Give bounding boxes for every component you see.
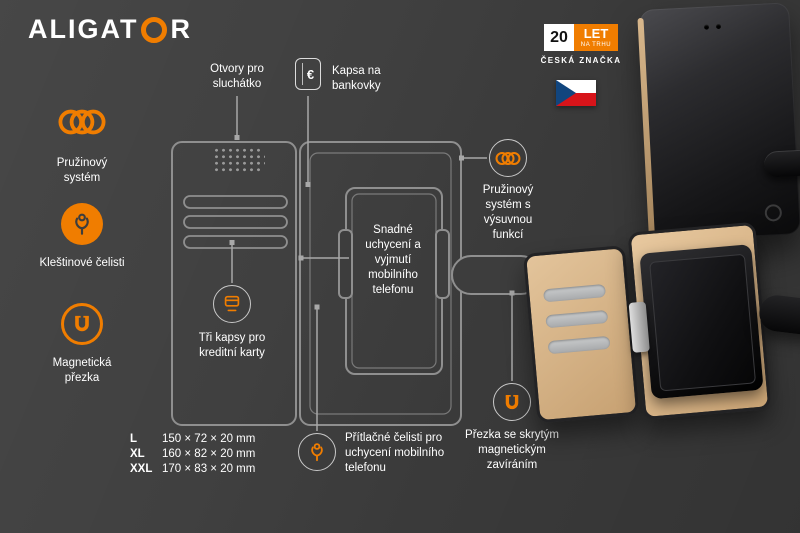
pressure-jaws-glyph-icon bbox=[311, 443, 323, 462]
closed-case-photo bbox=[637, 2, 800, 242]
callout-earpiece-holes: Otvory pro sluchátko bbox=[210, 63, 264, 90]
size-label-xl: XL bbox=[130, 448, 145, 460]
credit-card-circle-icon bbox=[213, 285, 251, 323]
speaker-holes bbox=[213, 147, 265, 173]
credit-card-glyph-icon bbox=[224, 295, 240, 312]
spring-icon bbox=[58, 109, 106, 135]
card-slot-1 bbox=[183, 195, 288, 209]
pressure-jaws-circle-icon bbox=[298, 433, 336, 471]
logo-text-pre: ALIGAT bbox=[28, 14, 139, 44]
size-row-xxl: XXL 170 × 83 × 20 mm bbox=[130, 463, 255, 475]
clamp-icon bbox=[61, 203, 103, 245]
callout-spring-system: Pružinový systém s výsuvnou funkcí bbox=[482, 184, 534, 241]
magnet-glyph-icon bbox=[73, 314, 91, 332]
badge-right: LET NA TRHU bbox=[574, 24, 618, 51]
callout-banknote-pocket: Kapsa na bankovky bbox=[332, 65, 381, 92]
size-label-xxl: XXL bbox=[130, 463, 153, 475]
feature-label-clamp: Kleštinové čelisti bbox=[39, 257, 125, 269]
badge-20-let: 20 LET NA TRHU bbox=[544, 24, 618, 51]
feature-label-magnet: Magnetická přezka bbox=[52, 357, 112, 384]
badge-natrhu-label: NA TRHU bbox=[580, 42, 612, 48]
badge-number: 20 bbox=[544, 24, 574, 51]
card-slot-3 bbox=[183, 235, 288, 249]
open-case-phone-screen bbox=[649, 253, 757, 392]
logo-text-post: R bbox=[170, 14, 192, 44]
size-dims-xxl: 170 × 83 × 20 mm bbox=[162, 463, 256, 475]
aligator-logo: ALIGAT R bbox=[28, 14, 192, 45]
magnet-icon bbox=[61, 303, 103, 345]
right-jaw-outline bbox=[435, 229, 450, 299]
card-slot-2 bbox=[183, 215, 288, 229]
banknote-pocket-icon: € bbox=[295, 58, 321, 90]
feature-label-spring: Pružinový systém bbox=[56, 157, 108, 184]
callout-card-pockets: Tři kapsy pro kreditní karty bbox=[198, 332, 266, 359]
magnetic-buckle-circle-icon bbox=[493, 383, 531, 421]
callout-easy-mount: Snadné uchycení a vyjmutí mobilního tele… bbox=[365, 224, 421, 296]
spring-extend-circle-icon bbox=[489, 139, 527, 177]
closed-case-clasp bbox=[763, 149, 800, 178]
size-row-l: L 150 × 72 × 20 mm bbox=[130, 433, 255, 445]
czech-flag bbox=[556, 80, 596, 106]
badge-let-label: LET bbox=[583, 26, 609, 41]
callout-pressure-jaws: Přítlačné čelisti pro uchycení mobilního… bbox=[345, 432, 445, 474]
spring-glyph-icon bbox=[495, 151, 521, 165]
size-row-xl: XL 160 × 82 × 20 mm bbox=[130, 448, 255, 460]
open-case-front-cover bbox=[522, 245, 640, 424]
open-case-card-slot bbox=[547, 335, 611, 355]
size-dims-l: 150 × 72 × 20 mm bbox=[162, 433, 256, 445]
euro-symbol: € bbox=[306, 66, 315, 82]
open-case-photo bbox=[520, 215, 800, 444]
logo-o-ring-icon bbox=[141, 16, 168, 43]
callout-magnetic-buckle: Přezka se skrytým magnetickým zavíráním bbox=[465, 429, 559, 471]
clamp-glyph-icon bbox=[75, 213, 89, 235]
czech-flag-triangle bbox=[556, 80, 576, 106]
open-case-card-slot bbox=[545, 309, 609, 329]
open-case-card-slot bbox=[543, 283, 606, 303]
czech-brand-claim: ČESKÁ ZNAČKA bbox=[540, 56, 622, 65]
size-dims-xl: 160 × 82 × 20 mm bbox=[162, 448, 256, 460]
magnetic-buckle-glyph-icon bbox=[504, 393, 520, 409]
diagram-left-panel bbox=[171, 141, 297, 426]
size-label-l: L bbox=[130, 433, 138, 445]
